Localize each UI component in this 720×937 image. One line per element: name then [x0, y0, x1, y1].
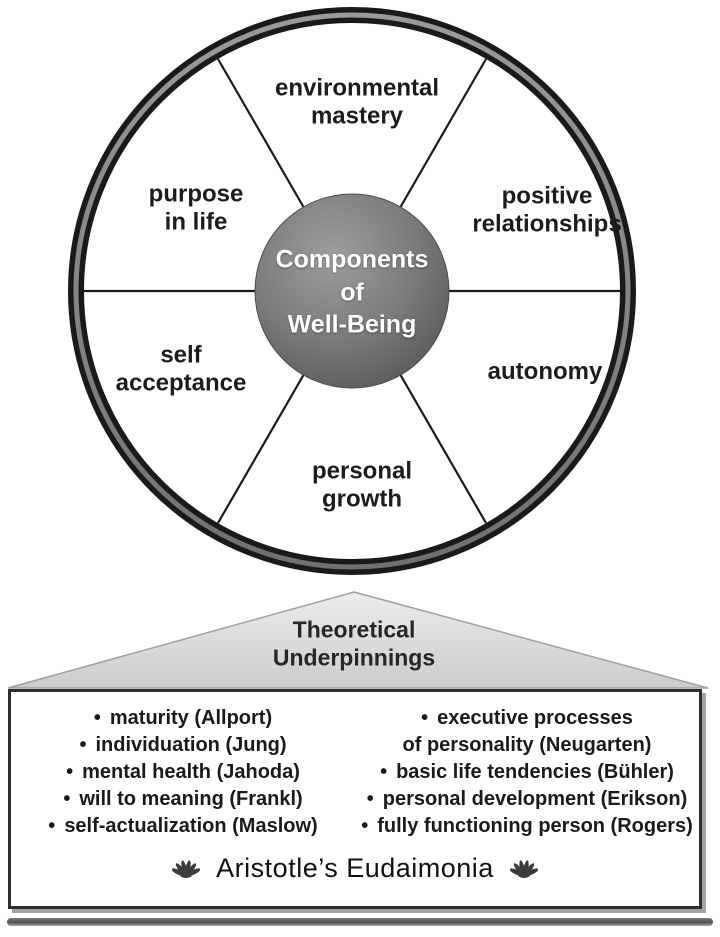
bullet-marker: •: [93, 707, 101, 729]
list-item: •mental health (Jahoda): [11, 759, 355, 786]
theory-column-right: •executive processes of personality (Neu…: [355, 705, 699, 840]
list-item: •maturity (Allport): [11, 705, 355, 732]
list-item-continuation: of personality (Neugarten): [402, 734, 652, 756]
underpinnings-arrow: [7, 591, 709, 689]
bullet-marker: •: [79, 734, 87, 756]
bullet-marker: •: [421, 707, 429, 729]
wheel-ring: [68, 7, 636, 575]
list-item: •basic life tendencies (Bühler): [355, 759, 699, 786]
bullet-marker: •: [63, 788, 71, 810]
bullet-marker: •: [48, 815, 56, 837]
panel-footer: Aristotle’s Eudaimonia: [11, 853, 699, 884]
hub-title-line: Well-Being: [287, 310, 417, 339]
segment-label-personal-growth: personal growth: [311, 457, 413, 513]
list-item: •self-actualization (Maslow): [11, 813, 355, 840]
segment-label-self-acceptance: self acceptance: [115, 341, 247, 397]
segment-label-purpose-in-life: purpose in life: [148, 180, 244, 236]
list-item: •will to meaning (Frankl): [11, 786, 355, 813]
arrow-label: Theoretical Underpinnings: [272, 616, 436, 670]
list-item: •executive processes: [355, 705, 699, 732]
list-item: •individuation (Jung): [11, 732, 355, 759]
segment-label-environmental-mastery: environmental mastery: [274, 74, 440, 130]
segment-label-positive-relationships: positive relationships: [472, 182, 622, 238]
theory-panel: •maturity (Allport) •individuation (Jung…: [8, 689, 702, 909]
wheel-spokes: [84, 58, 620, 524]
arrow-triangle-shape: [7, 591, 709, 689]
theory-columns: •maturity (Allport) •individuation (Jung…: [11, 692, 699, 840]
shell-ornament-icon: [509, 859, 538, 878]
bullet-marker: •: [366, 788, 374, 810]
list-item: •personal development (Erikson): [355, 786, 699, 813]
bullet-marker: •: [380, 761, 388, 783]
wheel-graphic: [68, 7, 636, 575]
hub-title: Components of Well-Being: [247, 243, 457, 341]
segment-label-autonomy: autonomy: [487, 357, 603, 385]
bullet-marker: •: [66, 761, 74, 783]
hub-title-line: Components: [275, 245, 429, 274]
shell-ornament-icon: [172, 859, 201, 878]
page-edge-bar: [7, 918, 713, 926]
hub-title-line: of: [340, 277, 364, 306]
list-item: •fully functioning person (Rogers): [355, 813, 699, 840]
footer-title: Aristotle’s Eudaimonia: [216, 853, 494, 883]
theory-column-left: •maturity (Allport) •individuation (Jung…: [11, 705, 355, 840]
hub-circle: [254, 193, 450, 389]
bullet-marker: •: [361, 815, 369, 837]
